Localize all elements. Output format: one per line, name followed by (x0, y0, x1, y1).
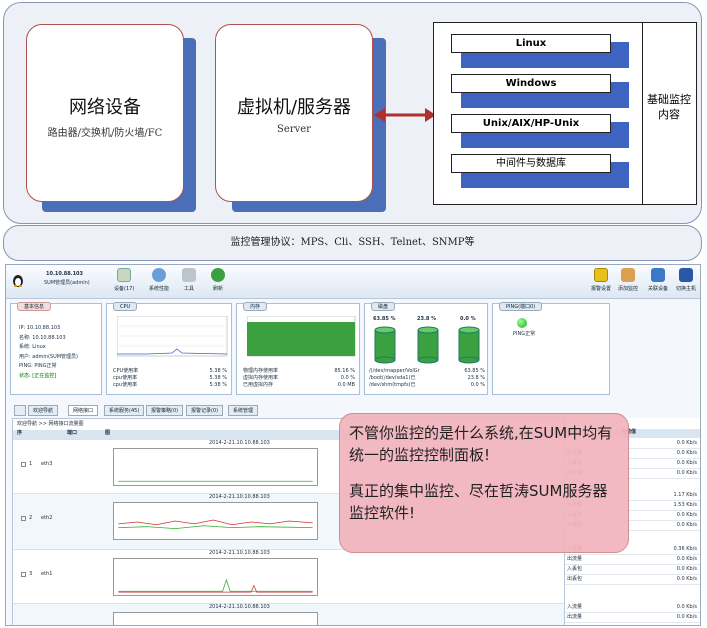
server-card: 虚拟机/服务器 Server (215, 24, 373, 202)
toolbar-tools-button[interactable]: 工具 (182, 268, 196, 292)
panel-title: 内存 (243, 302, 268, 311)
network-device-subtitle: 路由器/交换机/防火墙/FC (47, 128, 163, 139)
toolbar-add-monitor-button[interactable]: 添加监控 (618, 268, 638, 292)
toolbar-performance-button[interactable]: 系统性能 (149, 268, 169, 292)
network-device-card: 网络设备 路由器/交换机/防火墙/FC (26, 24, 184, 202)
breadcrumb: 欢迎导航 >> 网络接口流量图 (17, 421, 84, 427)
tab-system-admin[interactable]: 系统管理 (228, 405, 259, 416)
panel-title: 磁盘 (371, 302, 396, 311)
info-lines: IP: 10.10.88.103 名称: 10.10.88.103 系统: Li… (19, 325, 78, 379)
disk-panel: 磁盘 63.85 % 23.8 % 0.0 % /(/dev/mapper/Vo… (364, 302, 488, 395)
device-icon (117, 268, 132, 282)
traffic-chart (113, 558, 318, 596)
table-row: 3 eth1 2014-2-21.10.10.88.103 (13, 549, 565, 603)
server-subtitle: Server (277, 124, 311, 135)
basic-info-panel: 基本信息 IP: 10.10.88.103 名称: 10.10.88.103 系… (10, 302, 102, 395)
tab-alarm-policy[interactable]: 报警策略(0) (146, 405, 184, 416)
box-divider (642, 22, 643, 205)
memory-chart (247, 316, 356, 357)
toolbar-switch-host-button[interactable]: 切换主机 (676, 268, 696, 292)
traffic-chart (113, 448, 318, 486)
performance-icon (152, 268, 166, 282)
tab-system-service[interactable]: 系统服务(45) (104, 405, 145, 416)
os-middleware: 中间件与数据库 (451, 154, 611, 173)
row-checkbox[interactable] (21, 462, 26, 467)
ping-panel: PING(端口0) PING正常 (492, 302, 610, 395)
os-unix: Unix/AIX/HP-Unix (451, 114, 611, 133)
panel-title: 基本信息 (17, 302, 52, 311)
ping-status-icon (517, 318, 527, 328)
tab-alarm-log[interactable]: 报警记录(0) (186, 405, 224, 416)
host-ip: 10.10.88.103 (46, 271, 84, 277)
switch-host-icon (679, 268, 693, 282)
promo-text-2: 真正的集中监控、尽在哲涛SUM服务器监控软件! (349, 482, 608, 522)
disk-cylinders (374, 326, 480, 364)
toolbar-device-button[interactable]: 设备(17) (114, 268, 134, 292)
toolbar-refresh-button[interactable]: 刷新 (211, 268, 225, 292)
panel-title: PING(端口0) (499, 302, 543, 311)
table-row: 1 eth3 2014-2-21.10.10.88.103 (13, 439, 565, 493)
os-windows: Windows (451, 74, 611, 93)
refresh-icon (211, 268, 225, 282)
protocol-banner: 监控管理协议：MPS、Cli、SSH、Telnet、SNMP等 (3, 225, 702, 261)
basic-monitoring-label: 基础监控内容 (647, 93, 691, 121)
tab-welcome[interactable]: 欢迎导航 (28, 405, 59, 416)
traffic-chart (113, 502, 318, 540)
linux-penguin-icon (13, 275, 23, 287)
grid-header: 序 端口 图 (13, 430, 565, 439)
value-row: 0.0 Kb/s (565, 440, 700, 449)
promo-callout: 不管你监控的是什么系统,在SUM中均有统一的监控控制面板! 真正的集中监控、尽在… (339, 413, 629, 553)
row-checkbox[interactable] (21, 572, 26, 577)
server-title: 虚拟机/服务器 (236, 97, 352, 118)
bidirectional-arrow-icon (374, 108, 436, 122)
toolbar-link-device-button[interactable]: 关联设备 (648, 268, 668, 292)
traffic-chart (113, 612, 318, 625)
row-checkbox[interactable] (21, 516, 26, 521)
network-device-title: 网络设备 (69, 97, 141, 118)
tab-network-interface[interactable]: 网络接口 (68, 405, 99, 416)
os-linux: Linux (451, 34, 611, 53)
app-toolbar: 10.10.88.103 SUM管理员(admin) 设备(17) 系统性能 工… (6, 265, 700, 299)
cpu-chart (117, 316, 228, 357)
link-device-icon (651, 268, 665, 282)
host-name: SUM管理员(admin) (44, 280, 90, 286)
add-monitor-icon (621, 268, 635, 282)
tools-icon (182, 268, 196, 282)
toolbar-alarm-button[interactable]: 报警设置 (591, 268, 611, 292)
ping-status: PING正常 (513, 331, 536, 337)
table-row: 2014-2-21.10.10.88.103 (13, 603, 565, 625)
promo-text-1: 不管你监控的是什么系统,在SUM中均有统一的监控控制面板! (349, 424, 613, 464)
alarm-icon (594, 268, 608, 282)
home-tab-icon[interactable] (14, 405, 26, 416)
panel-title: CPU (113, 302, 138, 311)
